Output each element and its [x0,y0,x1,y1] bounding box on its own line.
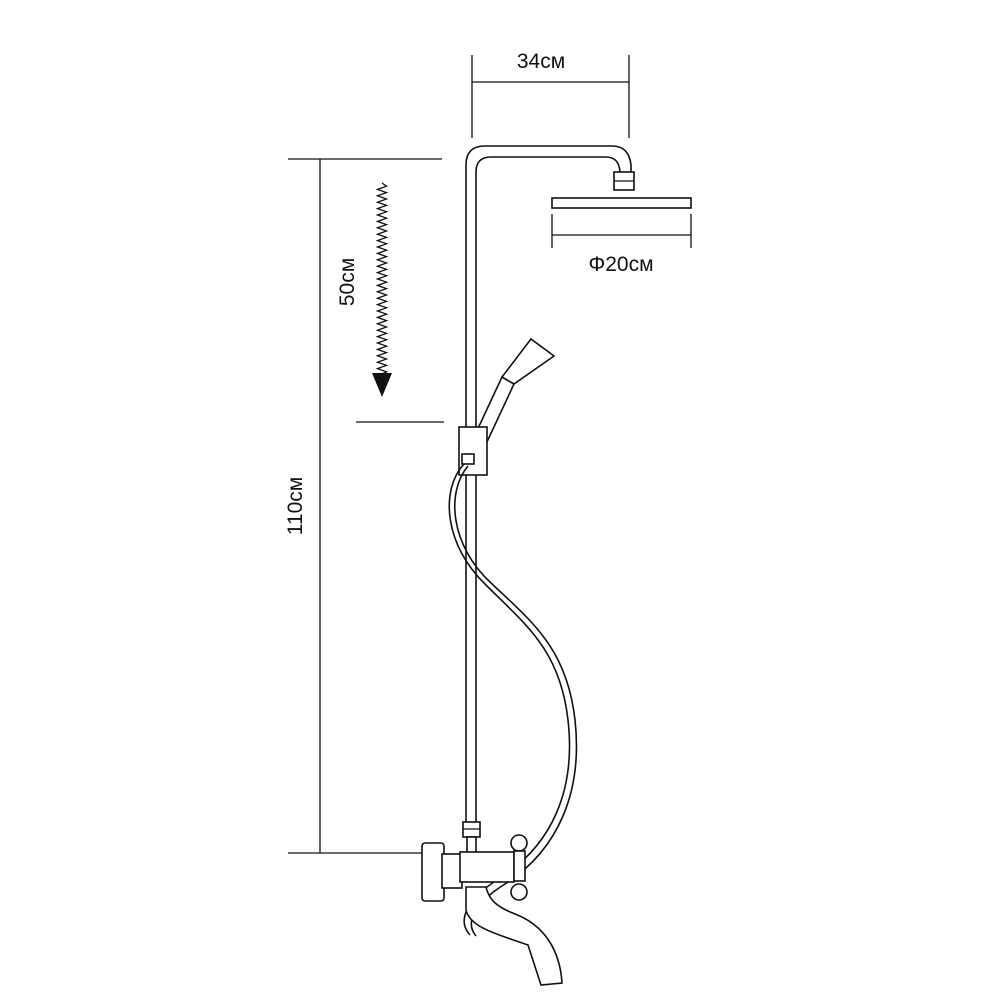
hand-shower-head [500,337,556,385]
total-height-label: 110см [284,477,307,535]
hose-length-label: 50см [336,258,359,306]
riser-connector [462,821,481,854]
riser-pipe [465,145,632,822]
wall-flange [421,842,445,902]
top-width-dimension: 34см [471,50,630,138]
spring-coil-line [375,182,389,375]
mixer-knob-bottom [510,883,528,901]
down-arrow [372,373,392,397]
bath-spout [465,886,563,986]
mixer-body [459,851,515,883]
top-width-label: 34см [517,50,565,73]
flexible-hose [448,463,578,937]
head-diameter-label: Φ20см [588,253,653,276]
total-height-dimension: 110см [284,158,442,854]
mixer-valve [421,834,528,902]
mixer-knob-top [510,834,528,852]
hand-shower-holder [458,426,488,476]
head-diameter-dimension: Φ20см [551,214,692,276]
rain-shower-head [551,171,692,209]
hose-length-dimension: 50см [336,182,444,423]
